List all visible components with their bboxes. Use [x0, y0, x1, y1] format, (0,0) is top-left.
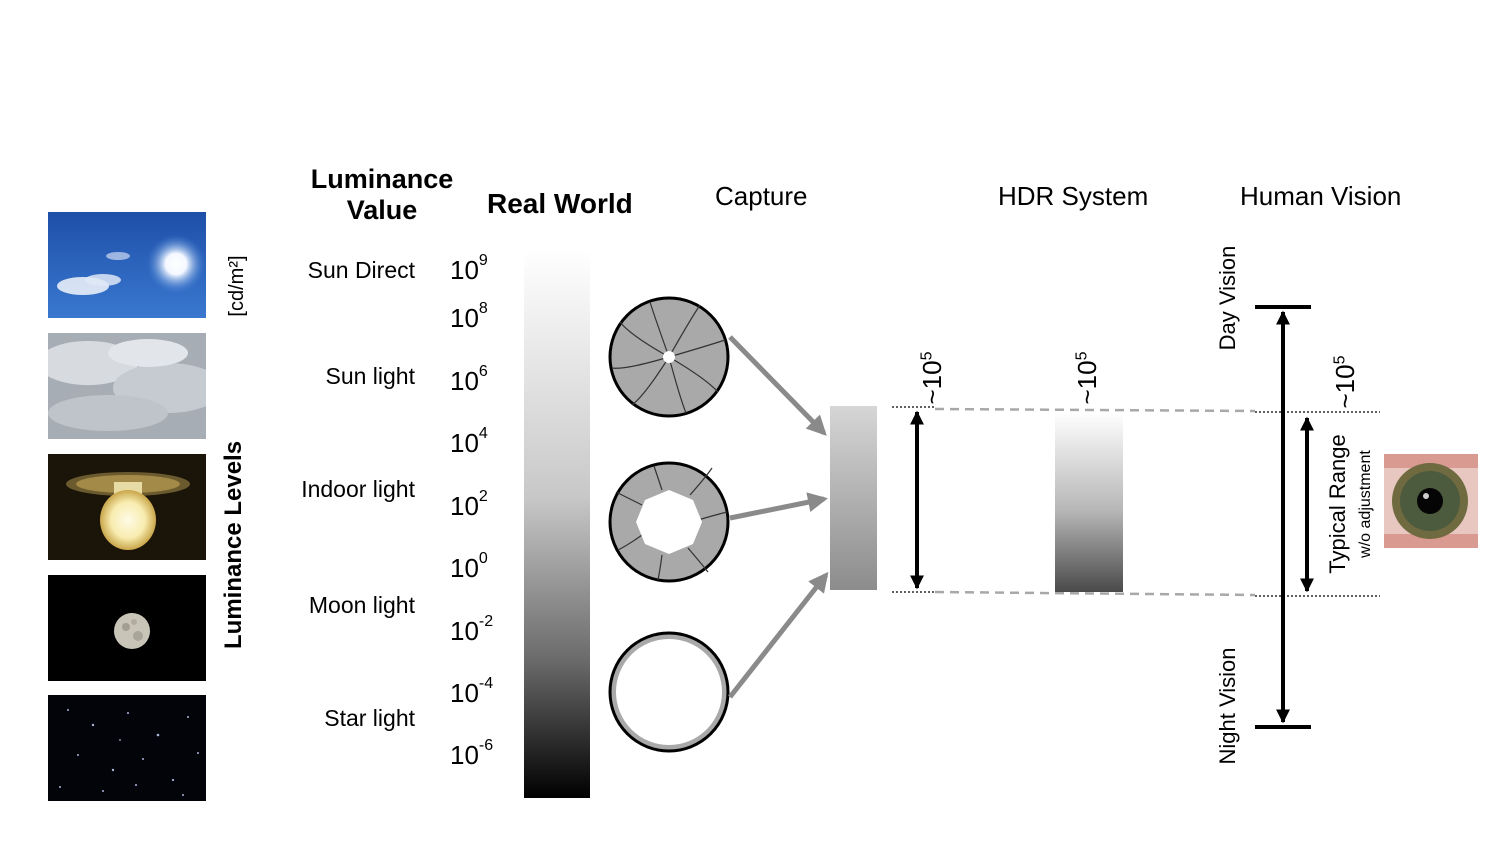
scale-base: 10	[450, 428, 479, 458]
scale-exponent: 2	[478, 488, 488, 505]
luminance-value-header: Luminance Value	[300, 164, 464, 226]
hdr-range-label: ~105	[1072, 338, 1104, 418]
source-sun-direct: Sun Direct	[307, 257, 415, 283]
scale-exponent: -6	[478, 737, 494, 754]
vision-range-label: ~105	[1330, 342, 1362, 422]
vision-range-exponent: 5	[1331, 355, 1349, 365]
capture-arrow-top	[728, 335, 827, 436]
hdr-system-bar	[1055, 412, 1123, 592]
real-world-header: Real World	[487, 188, 633, 219]
sun-sky-image	[48, 212, 206, 318]
capture-bar	[830, 406, 877, 590]
scale-base: 10	[450, 255, 479, 285]
scale-base: 10	[450, 303, 479, 333]
scale-exponent: -2	[478, 613, 494, 630]
scale-exponent: 6	[478, 363, 488, 380]
source-indoor-light: Indoor light	[301, 476, 415, 502]
starry-sky-image	[48, 695, 206, 801]
full-moon-image	[48, 575, 206, 681]
scale-label: 104	[450, 425, 488, 459]
scale-base: 10	[450, 366, 479, 396]
night-vision-label: Night Vision	[1215, 647, 1240, 765]
human-vision-header: Human Vision	[1240, 181, 1402, 211]
scale-base: 10	[450, 553, 479, 583]
scale-label: 10-2	[450, 613, 494, 647]
scale-base: 10	[450, 491, 479, 521]
capture-header: Capture	[715, 181, 808, 211]
scale-label: 106	[450, 363, 488, 397]
scale-label: 109	[450, 252, 488, 286]
overcast-clouds-image	[48, 333, 206, 439]
capture-arrow-middle	[729, 492, 828, 521]
capture-range-base: ~10	[917, 360, 947, 405]
vision-range-base: ~10	[1330, 364, 1360, 409]
eye-icon	[1384, 454, 1478, 548]
luminance-value-header-line2: Value	[346, 195, 418, 225]
scale-exponent: -4	[478, 675, 494, 692]
typical-range-sublabel: w/o adjustment	[1357, 450, 1374, 558]
real-world-gradient-bar	[524, 250, 590, 798]
scale-label: 102	[450, 488, 488, 522]
typical-range-label: Typical Range	[1325, 434, 1350, 574]
source-star-light: Star light	[324, 705, 415, 731]
scale-label: 108	[450, 300, 488, 334]
hdr-range-exponent: 5	[1073, 351, 1091, 361]
scale-label: 10-6	[450, 737, 494, 771]
light-bulb-image	[48, 454, 206, 560]
luminance-value-header-line1: Luminance	[310, 164, 454, 194]
scale-base: 10	[450, 678, 479, 708]
scale-exponent: 8	[478, 300, 488, 317]
scale-exponent: 4	[478, 425, 488, 442]
source-sun-light: Sun light	[325, 363, 415, 389]
scale-label: 10-4	[450, 675, 494, 709]
scale-base: 10	[450, 740, 479, 770]
source-moon-light: Moon light	[308, 592, 415, 618]
capture-arrow-bottom	[728, 571, 829, 699]
scale-exponent: 9	[478, 252, 488, 269]
aperture-medium-icon	[608, 461, 730, 583]
scale-base: 10	[450, 616, 479, 646]
aperture-open-icon	[608, 631, 730, 753]
capture-range-label: ~105	[917, 338, 949, 418]
hdr-system-header: HDR System	[998, 181, 1149, 211]
scale-label: 100	[450, 550, 488, 584]
aperture-small-icon	[608, 296, 730, 418]
scale-exponent: 0	[478, 550, 488, 567]
day-vision-label: Day Vision	[1215, 245, 1240, 351]
hdr-range-base: ~10	[1072, 360, 1102, 405]
capture-range-exponent: 5	[918, 351, 936, 361]
